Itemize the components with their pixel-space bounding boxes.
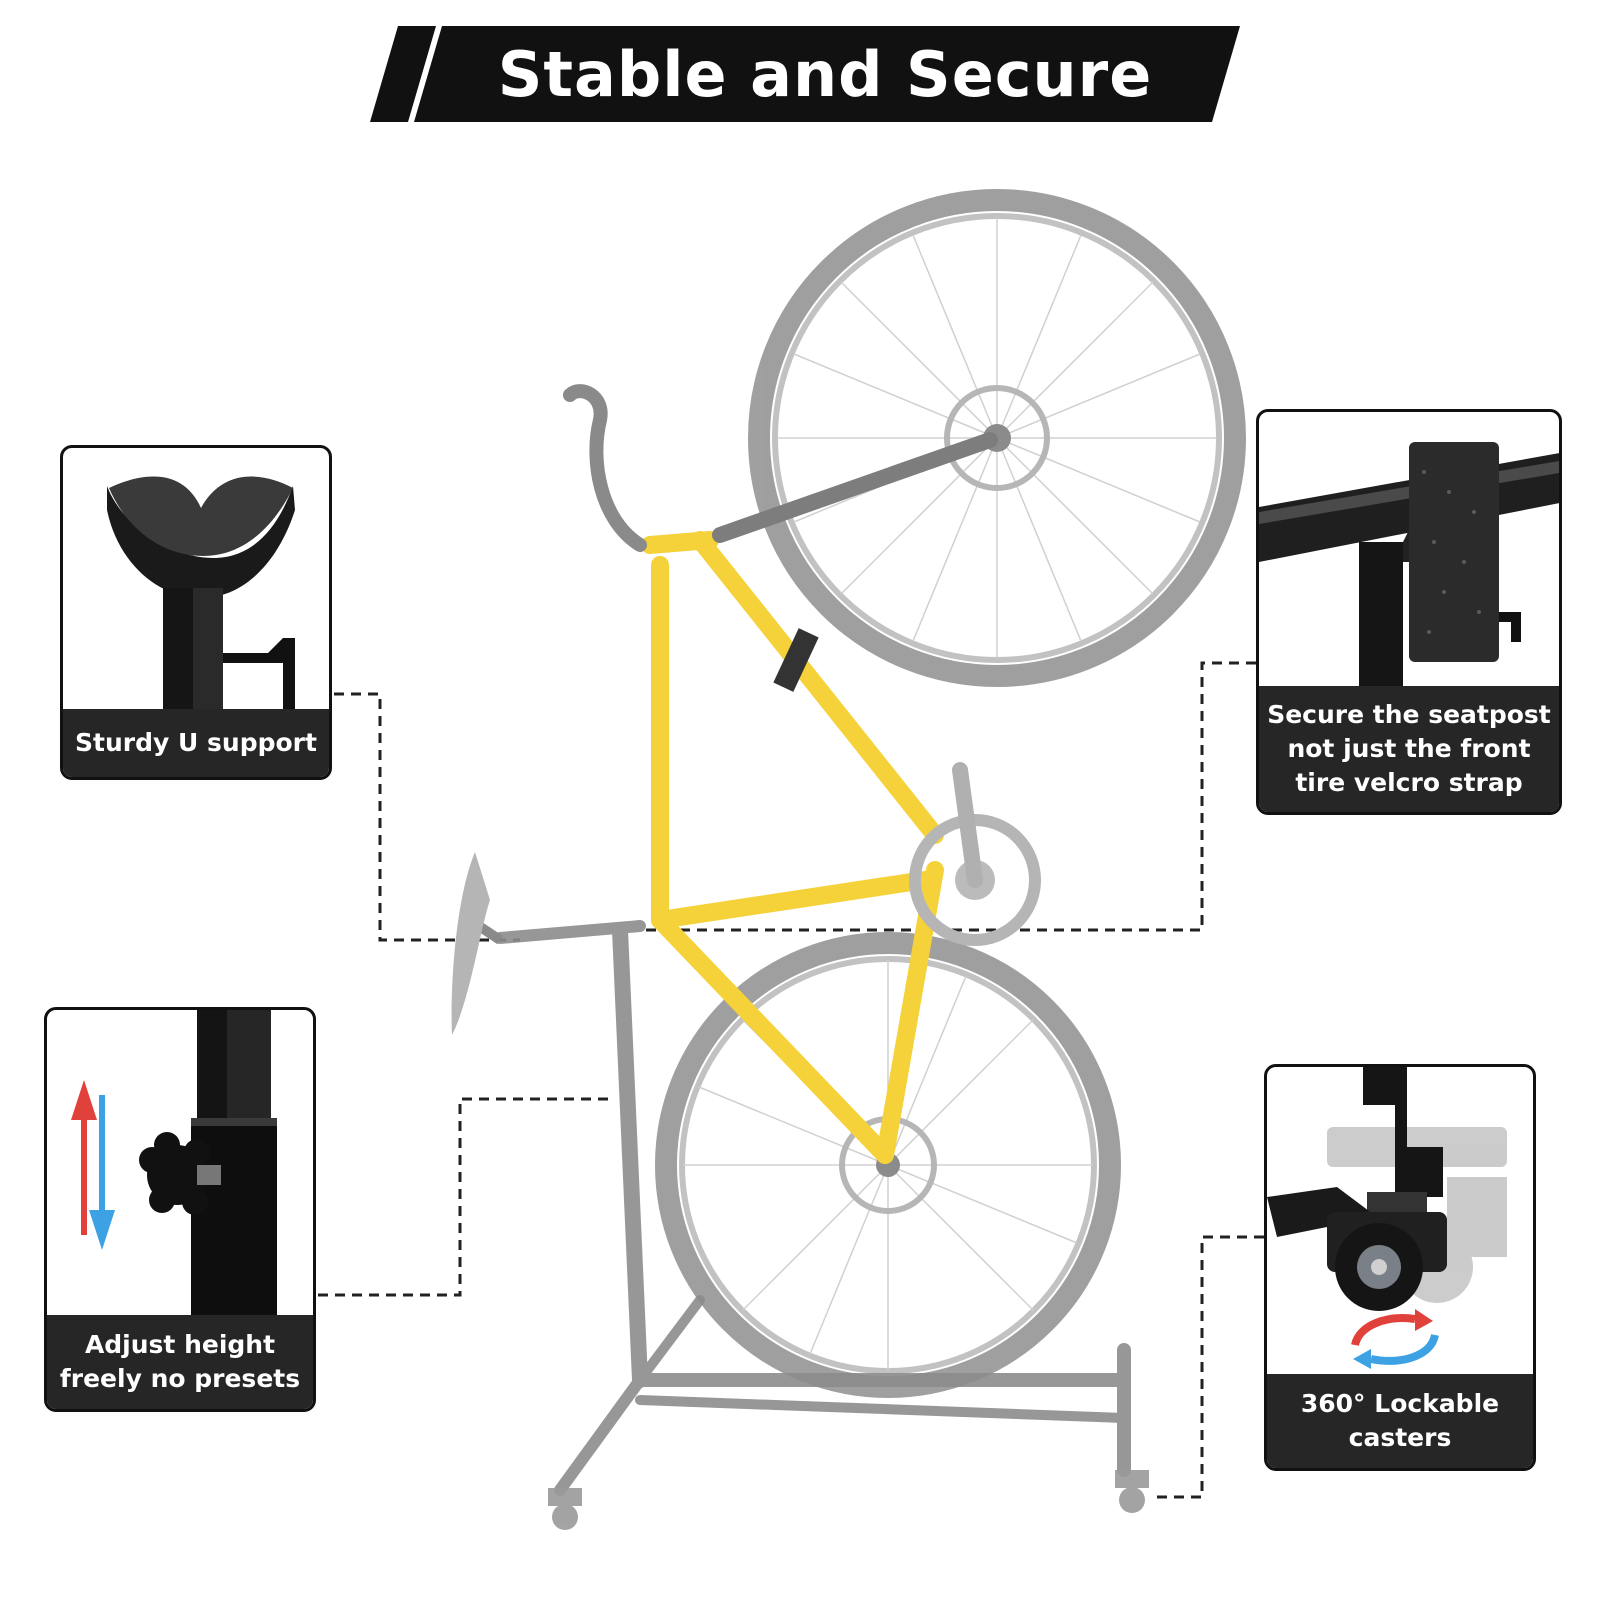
stand-frame <box>494 920 1131 1496</box>
down-arrow-icon <box>89 1095 115 1250</box>
adjust-knob <box>139 1132 221 1215</box>
callout-label-caster: 360° Lockable casters <box>1267 1374 1533 1468</box>
u-saddle-support-icon <box>107 476 295 713</box>
stand-casters <box>548 1470 1149 1530</box>
callout-height-adjust: Adjust height freely no presets <box>44 1007 316 1412</box>
callout-lockable-caster: 360° Lockable casters <box>1264 1064 1536 1471</box>
chainring <box>909 762 1041 946</box>
saddle <box>451 852 490 1035</box>
up-arrow-icon <box>71 1080 97 1235</box>
callout-seatpost-strap: Secure the seatpost not just the front t… <box>1256 409 1562 815</box>
handlebar <box>563 384 647 552</box>
page-title: Stable and Secure <box>497 37 1153 111</box>
callout-label-seatpost: Secure the seatpost not just the front t… <box>1259 686 1559 812</box>
front-wheel <box>748 189 1246 687</box>
banner-shape <box>370 26 1240 122</box>
velcro-strap <box>773 628 819 692</box>
callout-u-support: Sturdy U support <box>60 445 332 780</box>
lockable-caster-icon <box>1267 1067 1507 1369</box>
callout-label-u-support: Sturdy U support <box>63 709 329 777</box>
callout-label-height: Adjust height freely no presets <box>47 1315 313 1409</box>
height-knob-icon <box>71 1010 277 1322</box>
velcro-strap-icon <box>1259 442 1559 694</box>
fork <box>712 432 998 543</box>
rear-wheel <box>655 932 1121 1398</box>
rotate-arrows-icon <box>1351 1309 1439 1369</box>
title-banner: Stable and Secure <box>370 26 1240 122</box>
